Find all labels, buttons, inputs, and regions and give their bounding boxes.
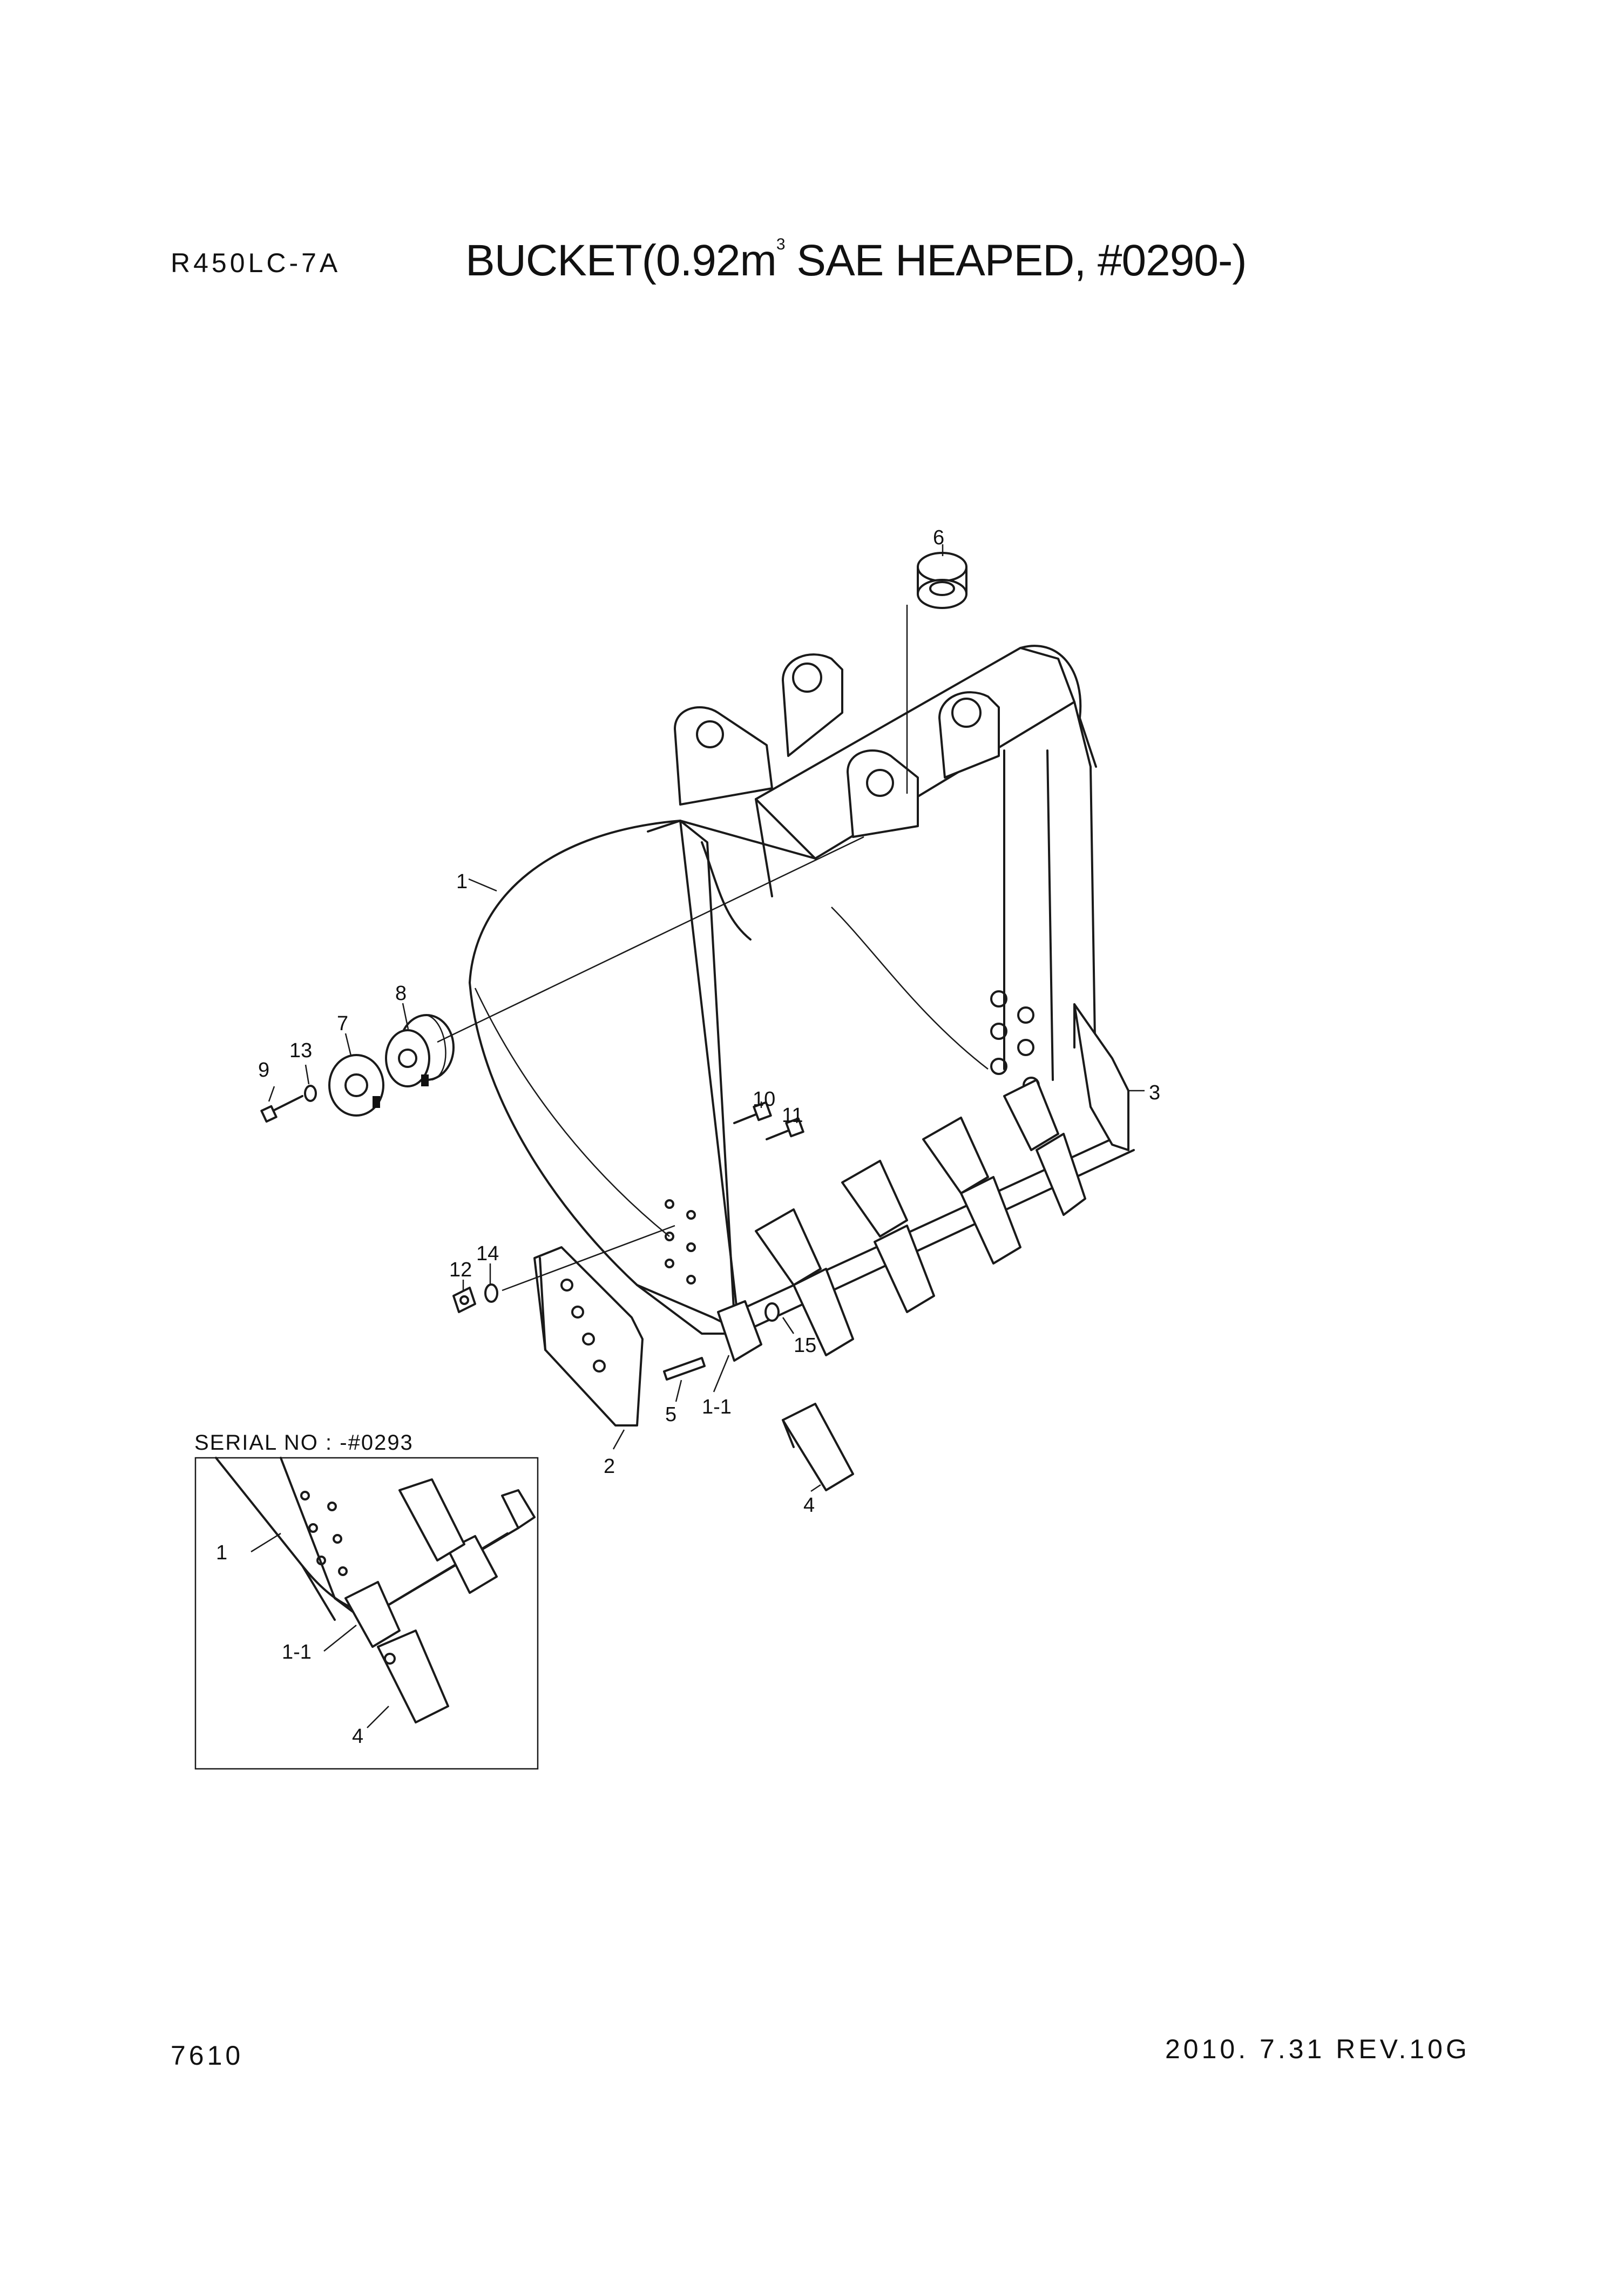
callout-6: 6 <box>933 526 944 549</box>
callout-15: 15 <box>794 1334 816 1357</box>
tooth-pin-parts <box>663 1302 854 1491</box>
title-superscript: 3 <box>776 235 786 253</box>
title-main: BUCKET(0.92m <box>465 236 777 285</box>
callout-7: 7 <box>337 1012 348 1035</box>
page-number: 7610 <box>171 2040 244 2071</box>
inset-serial-label: SERIAL NO : -#0293 <box>194 1431 414 1455</box>
callout-4: 4 <box>803 1494 815 1517</box>
callout-leaders <box>268 544 1145 1492</box>
tooth-bolts <box>733 1101 804 1140</box>
callout-12: 12 <box>449 1259 472 1281</box>
callout-numbers: 1 6 3 9 13 7 8 10 11 12 14 15 5 1-1 2 4 … <box>216 526 1160 1748</box>
callout-8: 8 <box>395 982 407 1005</box>
title-rest: SAE HEAPED, #0290-) <box>784 236 1247 285</box>
bushing-part <box>906 552 967 794</box>
revision-date: 2010. 7.31 REV.10G <box>1165 2034 1470 2064</box>
callout-9: 9 <box>258 1059 269 1081</box>
page-title: BUCKET(0.92m3 SAE HEAPED, #0290-) <box>465 236 1247 285</box>
callout-14: 14 <box>476 1242 499 1265</box>
inset-callout-1-1: 1-1 <box>282 1641 312 1664</box>
inset-callout-4: 4 <box>352 1725 363 1748</box>
callout-1: 1 <box>456 870 468 893</box>
callout-3: 3 <box>1149 1081 1160 1104</box>
model-number: R450LC-7A <box>171 248 341 278</box>
serial-inset-box <box>194 1457 539 1770</box>
inset-callout-1: 1 <box>216 1542 227 1564</box>
callout-10: 10 <box>753 1088 775 1111</box>
callout-1-1: 1-1 <box>702 1396 732 1418</box>
callout-5: 5 <box>665 1403 676 1426</box>
bucket-body <box>469 645 1135 1362</box>
callout-2: 2 <box>604 1455 615 1478</box>
callout-13: 13 <box>289 1039 312 1062</box>
pin-assembly-parts <box>260 836 864 1123</box>
side-cutter-parts <box>452 1225 675 1427</box>
callout-11: 11 <box>782 1104 803 1127</box>
